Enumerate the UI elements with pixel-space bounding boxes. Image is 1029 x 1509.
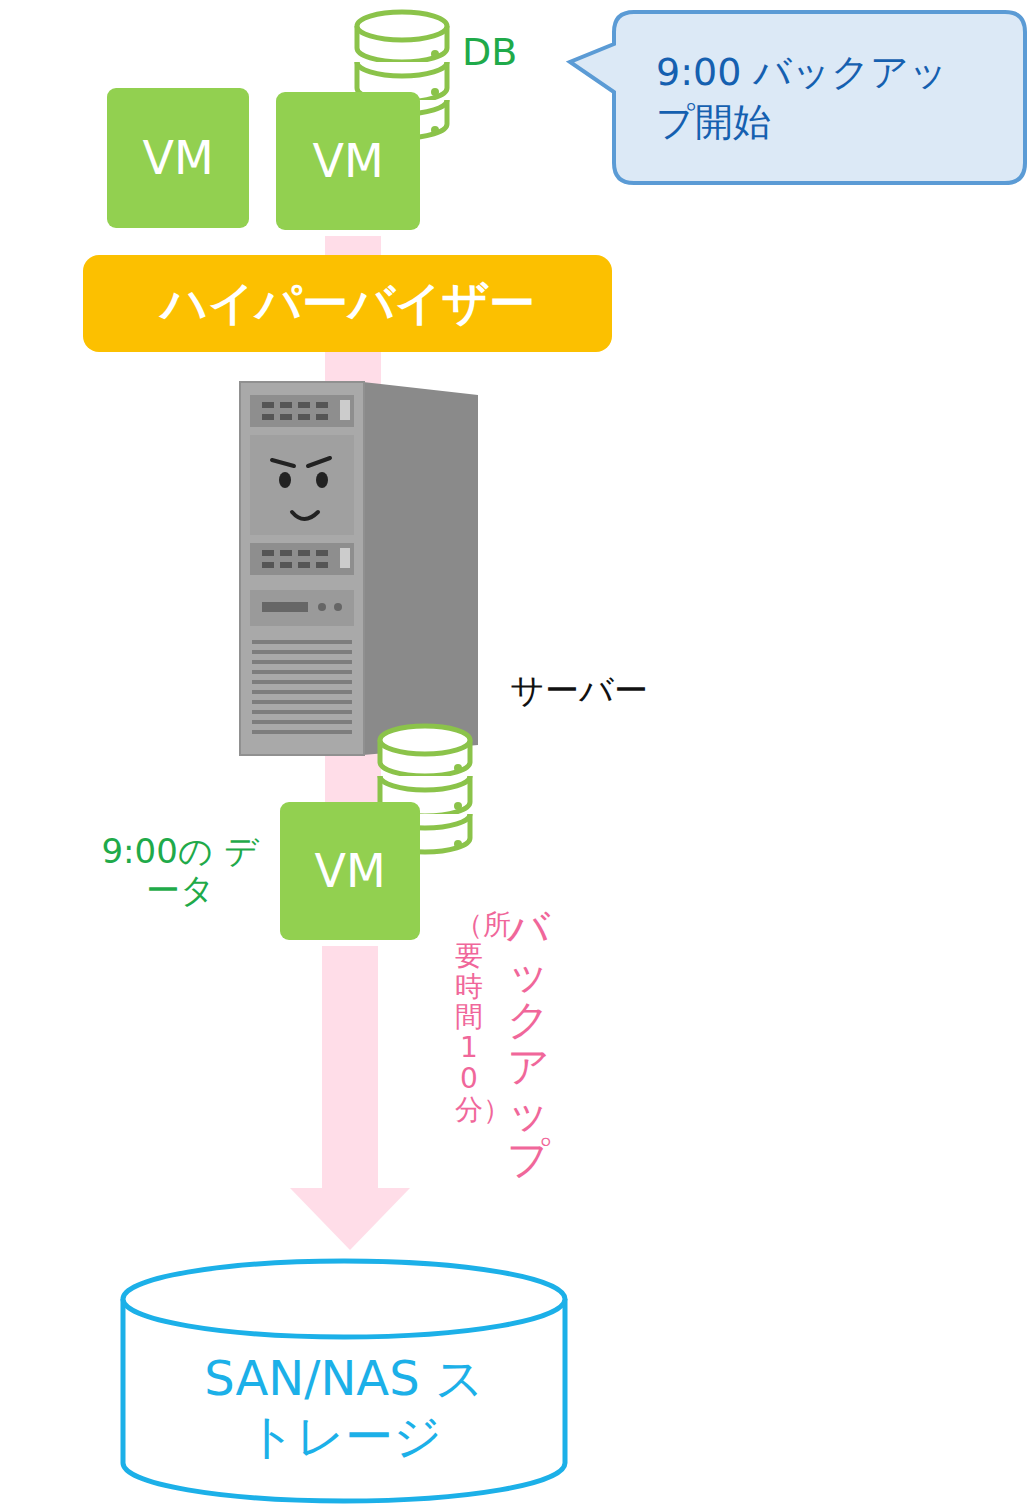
- server-illustration: [240, 382, 478, 755]
- hypervisor-bar: ハイパーバイザー: [83, 255, 612, 352]
- node-text: SAN/NAS ストレージ: [194, 1350, 494, 1465]
- callout-bubble: 9:00 バックアップ開始: [612, 10, 1027, 185]
- node-text: VM: [312, 134, 383, 188]
- callout-outline: [612, 10, 1027, 185]
- vm-box: VM: [107, 88, 249, 228]
- data-time-label: 9:00の データ: [100, 832, 260, 910]
- vm-box: VM: [280, 802, 420, 940]
- server-label: サーバー: [510, 668, 648, 714]
- backup-label: バックアップ: [507, 905, 549, 1182]
- db-label: DB: [462, 30, 517, 74]
- node-text: ハイパーバイザー: [161, 273, 535, 335]
- vm-box: VM: [276, 92, 420, 230]
- backup-arrow: [290, 946, 410, 1250]
- node-text: VM: [142, 131, 213, 185]
- storage-cylinder: SAN/NAS ストレージ: [120, 1258, 568, 1504]
- node-text: 9:00 バックアップ開始: [656, 48, 986, 147]
- duration-label: （所要時間10分）: [455, 910, 483, 1126]
- node-text: VM: [314, 844, 385, 898]
